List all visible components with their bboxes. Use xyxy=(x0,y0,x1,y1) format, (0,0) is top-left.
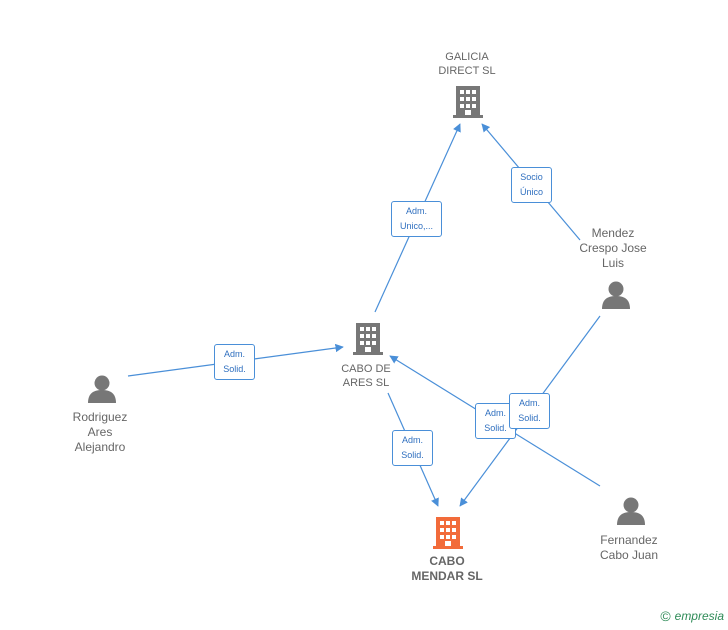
label-line: Mendez xyxy=(591,226,635,240)
edge-label-line: Adm. xyxy=(484,408,506,418)
edge-label-line: Socio xyxy=(520,172,543,182)
label-line: Luis xyxy=(601,256,624,270)
edge-label-line: Solid. xyxy=(484,423,507,433)
label-line: GALICIA xyxy=(445,51,489,63)
company-label-cabo-mendar[interactable]: CABO MENDAR SL xyxy=(411,554,482,584)
label-line: Cabo Juan xyxy=(599,548,659,562)
edge-label-mendez-to-galicia[interactable]: Socio Único xyxy=(511,167,552,203)
brand-name: empresia xyxy=(674,609,724,623)
edge-label-ares-to-galicia[interactable]: Adm. Unico,... xyxy=(391,201,442,237)
person-icon xyxy=(617,497,645,525)
edge-label-mendez-to-mendar[interactable]: Adm. Solid. xyxy=(509,393,550,429)
label-line: MENDAR SL xyxy=(411,569,483,583)
label-line: Ares xyxy=(87,425,113,439)
label-line: ARES SL xyxy=(342,377,390,389)
label-line: Crespo Jose xyxy=(579,241,647,255)
building-icon xyxy=(353,323,383,355)
edge-label-line: Unico,... xyxy=(399,221,433,231)
edge-label-line: Adm. xyxy=(405,206,427,216)
brand-logo[interactable]: © empresia xyxy=(660,608,724,624)
label-line: DIRECT SL xyxy=(438,65,496,77)
person-icon xyxy=(88,375,116,403)
edge-label-line: Solid. xyxy=(223,364,246,374)
label-line: Alejandro xyxy=(74,440,126,454)
edge-label-line: Adm. xyxy=(401,435,423,445)
person-label-rodriguez[interactable]: Rodriguez Ares Alejandro xyxy=(73,410,128,455)
person-icon xyxy=(602,281,630,309)
edge-label-ares-to-mendar[interactable]: Adm. Solid. xyxy=(392,430,433,466)
company-label-cabo-de-ares[interactable]: CABO DE ARES SL xyxy=(341,362,391,390)
label-line: Fernandez xyxy=(600,533,658,547)
company-label-galicia-direct[interactable]: GALICIA DIRECT SL xyxy=(438,50,495,78)
copyright-icon: © xyxy=(660,608,671,624)
edge-label-line: Solid. xyxy=(518,413,541,423)
edge-label-rodriguez-to-ares[interactable]: Adm. Solid. xyxy=(214,344,255,380)
edge-label-line: Adm. xyxy=(223,349,245,359)
person-label-mendez[interactable]: Mendez Crespo Jose Luis xyxy=(579,226,646,271)
focus-building-icon xyxy=(433,517,463,549)
label-line: Rodriguez xyxy=(72,410,128,424)
label-line: CABO xyxy=(429,554,465,568)
edge-label-line: Único xyxy=(519,187,543,197)
label-line: CABO DE xyxy=(341,363,391,375)
edge-label-line: Adm. xyxy=(518,398,540,408)
person-label-fernandez[interactable]: Fernandez Cabo Juan xyxy=(600,533,658,563)
building-icon xyxy=(453,86,483,118)
edge-label-line: Solid. xyxy=(401,450,424,460)
